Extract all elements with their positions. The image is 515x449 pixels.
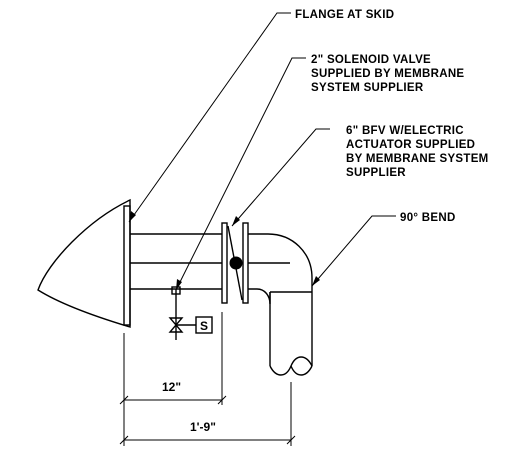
solenoid-valve-body: [168, 317, 184, 333]
callout-flange: FLANGE AT SKID: [295, 9, 394, 21]
solenoid-box: [195, 316, 213, 334]
solenoid-tap: [171, 286, 181, 295]
leader-flange-arrow: [129, 211, 136, 222]
leader-bend: [311, 215, 396, 287]
solenoid-symbol: S: [200, 319, 208, 333]
leader-solenoid: [175, 57, 306, 291]
leader-solenoid-arrow: [176, 279, 182, 290]
skid-flange: [123, 205, 131, 326]
callout-solenoid-line1: 2" SOLENOID VALVE: [311, 54, 431, 66]
leader-flange: [128, 12, 291, 223]
dim-text-1ft9in: 1'-9": [190, 420, 216, 434]
bfv-actuator-dot: [229, 256, 243, 270]
dim-tick-1ft9in-right: [286, 435, 296, 445]
callout-solenoid-line2: SUPPLIED BY MEMBRANE: [311, 68, 464, 80]
callout-solenoid-line3: SYSTEM SUPPLIER: [311, 82, 424, 94]
callout-bfv-line1: 6" BFV W/ELECTRIC: [346, 125, 464, 137]
callout-bfv-line4: SUPPLIER: [346, 167, 406, 179]
leader-bend-arrow: [312, 276, 320, 286]
callout-bfv-line2: ACTUATOR SUPPLIED: [346, 139, 475, 151]
skid-outline: [37, 198, 131, 328]
bfv-left-flange: [221, 222, 228, 304]
dim-tick-1ft9in-left: [119, 435, 129, 445]
leader-bfv: [231, 128, 330, 227]
leader-bfv-arrow: [232, 216, 240, 226]
dim-tick-12in-left: [119, 395, 129, 405]
bend-inner: [248, 288, 271, 305]
dim-text-12in: 12": [162, 380, 181, 394]
callout-bend: 90° BEND: [400, 212, 456, 224]
bfv-right-flange: [242, 222, 249, 304]
bend-outer: [248, 233, 313, 292]
callout-bfv-line3: BY MEMBRANE SYSTEM: [346, 153, 489, 165]
pipe-break: [269, 356, 313, 376]
dim-tick-12in-right: [217, 395, 227, 405]
